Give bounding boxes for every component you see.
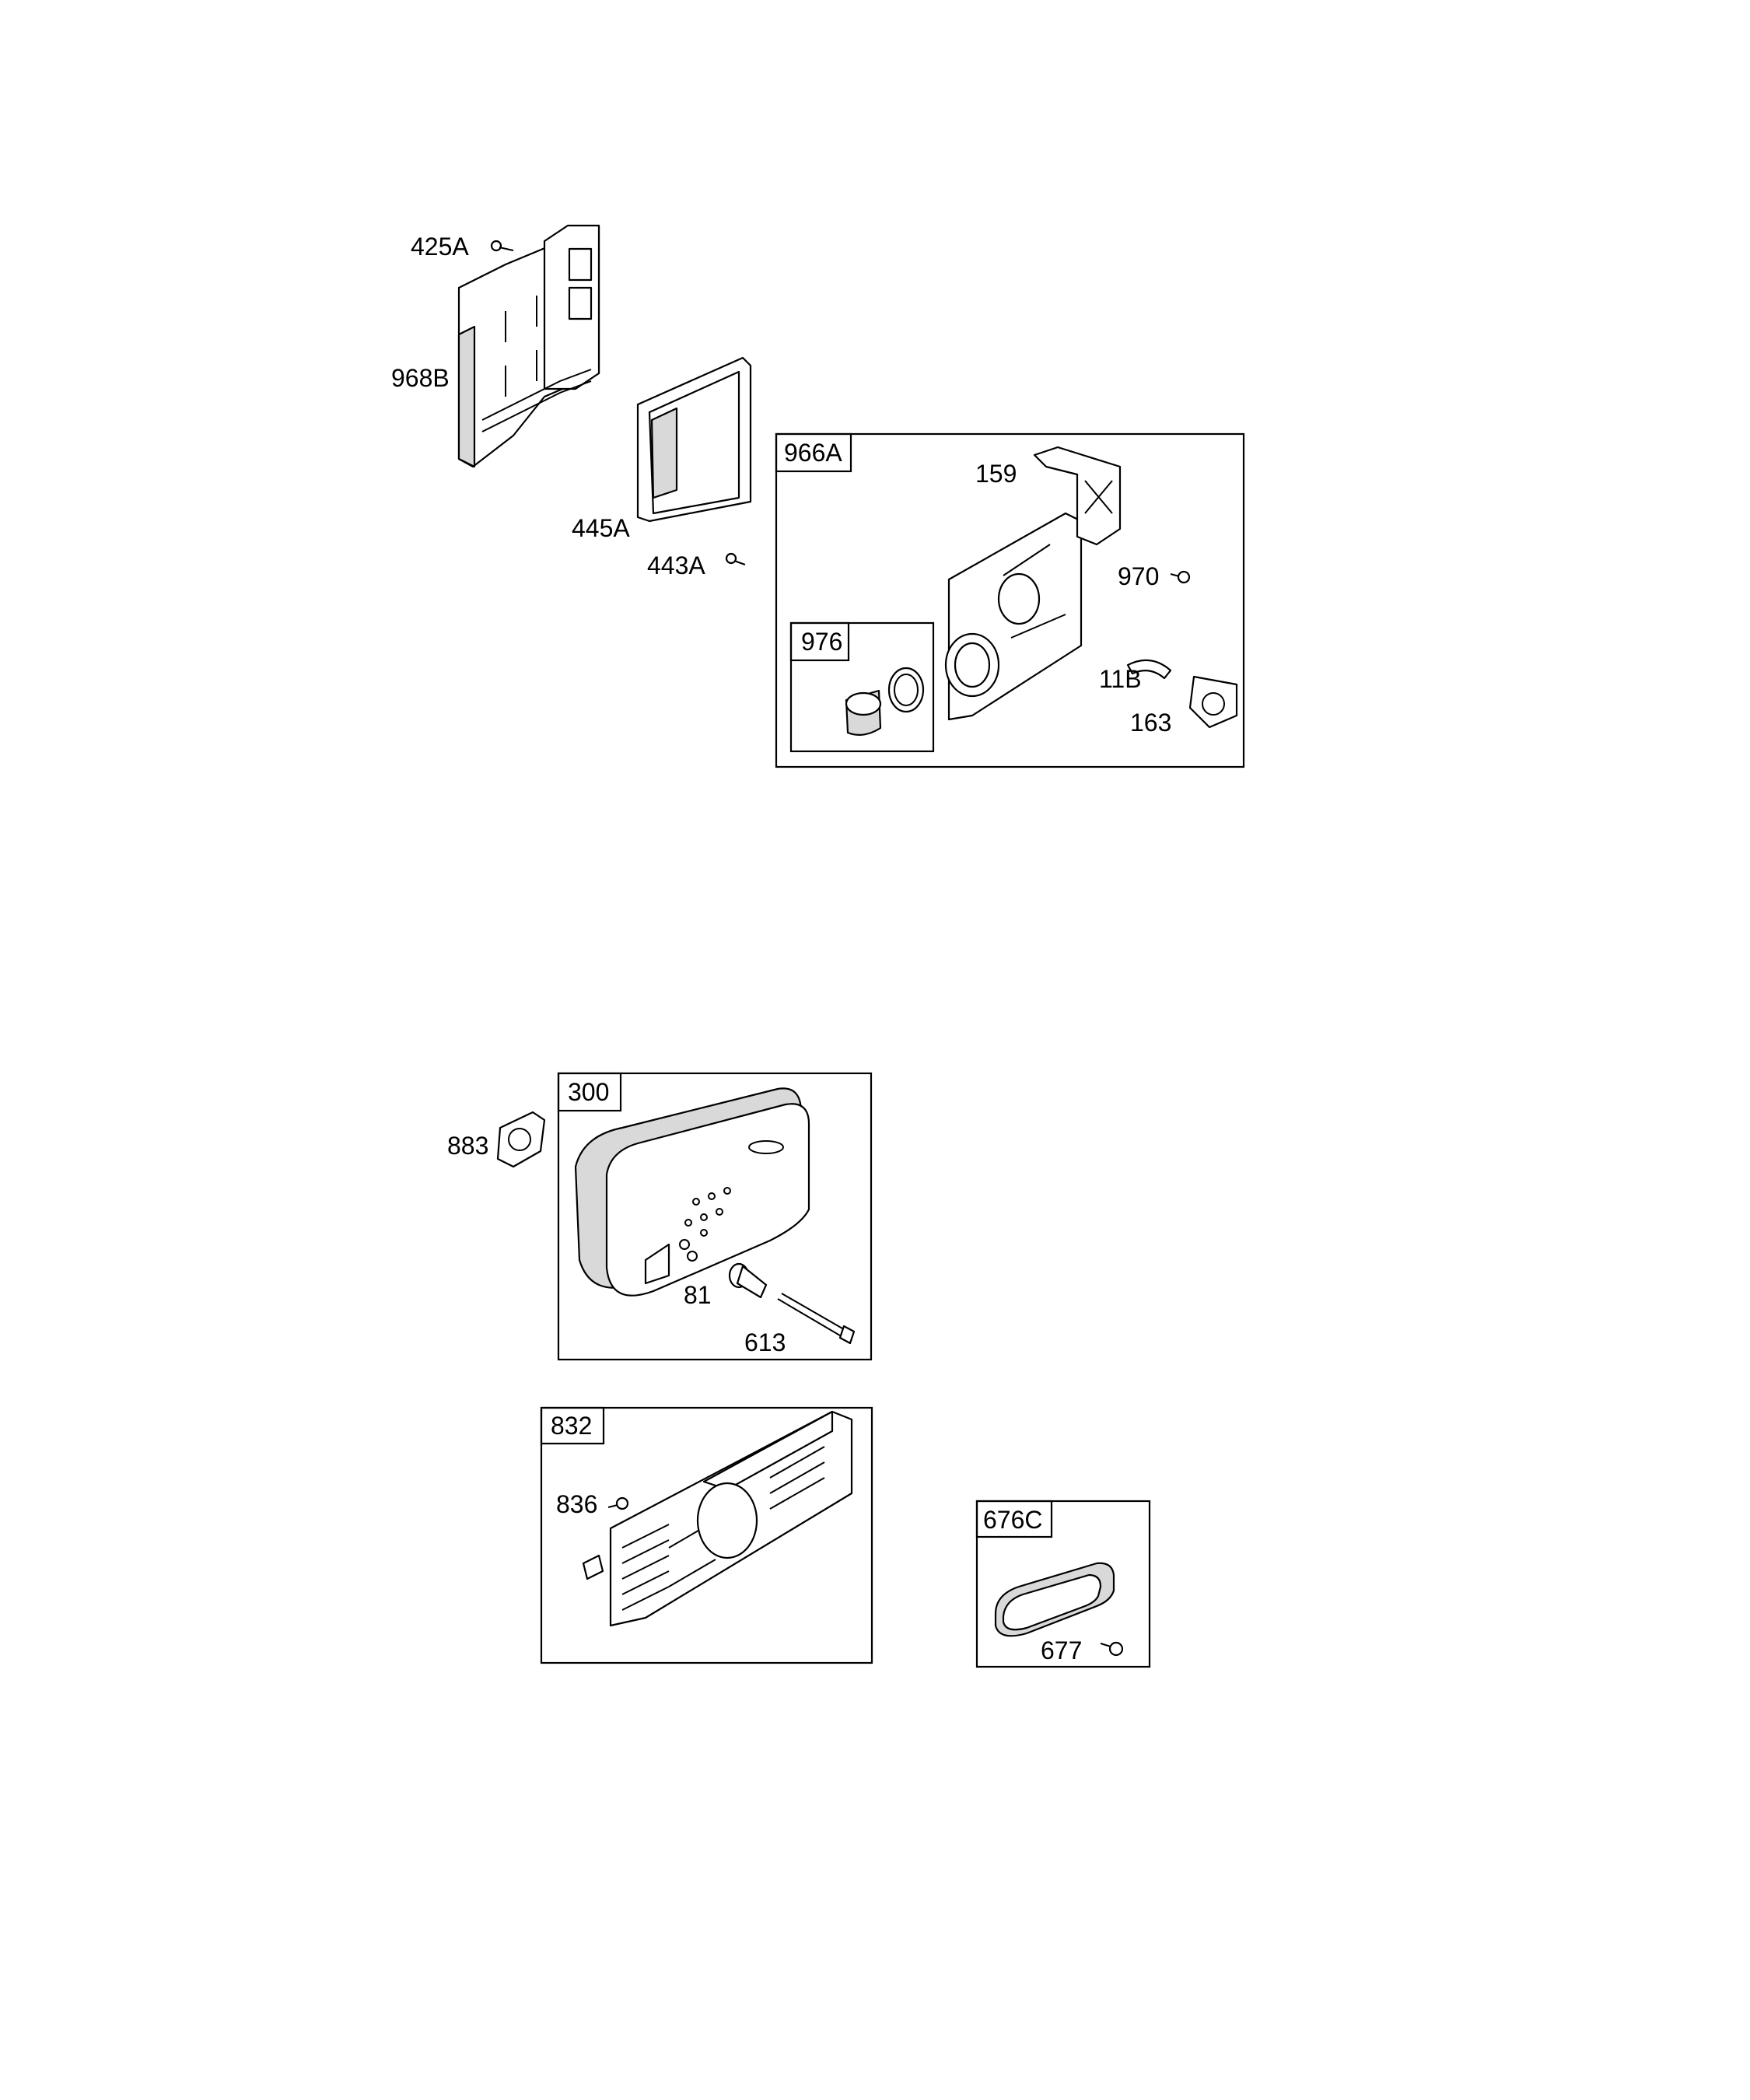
callout-970: 970 — [1118, 562, 1159, 590]
screw-970-icon — [1170, 570, 1191, 584]
box-832 — [540, 1406, 873, 1664]
gasket-883 — [496, 1111, 546, 1168]
screw-836-icon — [607, 1496, 629, 1510]
box-label-976: 976 — [801, 628, 842, 656]
box-label-832: 832 — [551, 1412, 592, 1440]
exhaust-deflector-676C — [994, 1562, 1115, 1637]
box-966A-label-frame — [775, 432, 852, 473]
box-976-label-frame — [789, 621, 850, 662]
box-676C-label-frame — [975, 1500, 1053, 1538]
box-300 — [557, 1072, 873, 1361]
callout-159: 159 — [975, 460, 1017, 488]
callout-81: 81 — [684, 1281, 712, 1309]
air-filter-445A — [636, 356, 752, 523]
callout-11B: 11B — [1099, 665, 1142, 693]
bracket-159 — [1033, 446, 1122, 546]
callout-445A: 445A — [572, 514, 630, 542]
screw-425A-icon — [490, 240, 514, 252]
muffler-300 — [574, 1087, 810, 1297]
callout-425A: 425A — [411, 233, 469, 261]
callout-677: 677 — [1041, 1636, 1082, 1664]
box-label-676C: 676C — [983, 1506, 1043, 1534]
box-676C — [975, 1500, 1151, 1668]
callout-836: 836 — [556, 1490, 597, 1518]
box-300-label-frame — [557, 1072, 622, 1112]
pre-cleaner-976 — [845, 667, 925, 737]
box-976 — [789, 621, 935, 753]
box-966A — [775, 432, 1245, 768]
box-832-label-frame — [540, 1406, 605, 1445]
callout-163: 163 — [1130, 709, 1171, 737]
air-cleaner-cover-968B — [457, 224, 600, 468]
screw-677-icon — [1100, 1641, 1124, 1657]
callout-883: 883 — [447, 1132, 488, 1160]
breather-tube-11B — [1126, 659, 1172, 680]
callout-613: 613 — [744, 1328, 786, 1356]
air-cleaner-base-966A — [944, 512, 1083, 721]
callout-968B: 968B — [391, 364, 450, 392]
gasket-163 — [1188, 675, 1238, 729]
screw-443A-icon — [725, 552, 746, 565]
bolt-613-icon — [777, 1293, 856, 1345]
callout-443A: 443A — [647, 551, 705, 579]
box-label-300: 300 — [568, 1078, 609, 1106]
box-label-966A: 966A — [784, 439, 842, 467]
muffler-guard-832 — [582, 1410, 853, 1627]
spacer-81-icon — [728, 1262, 768, 1299]
